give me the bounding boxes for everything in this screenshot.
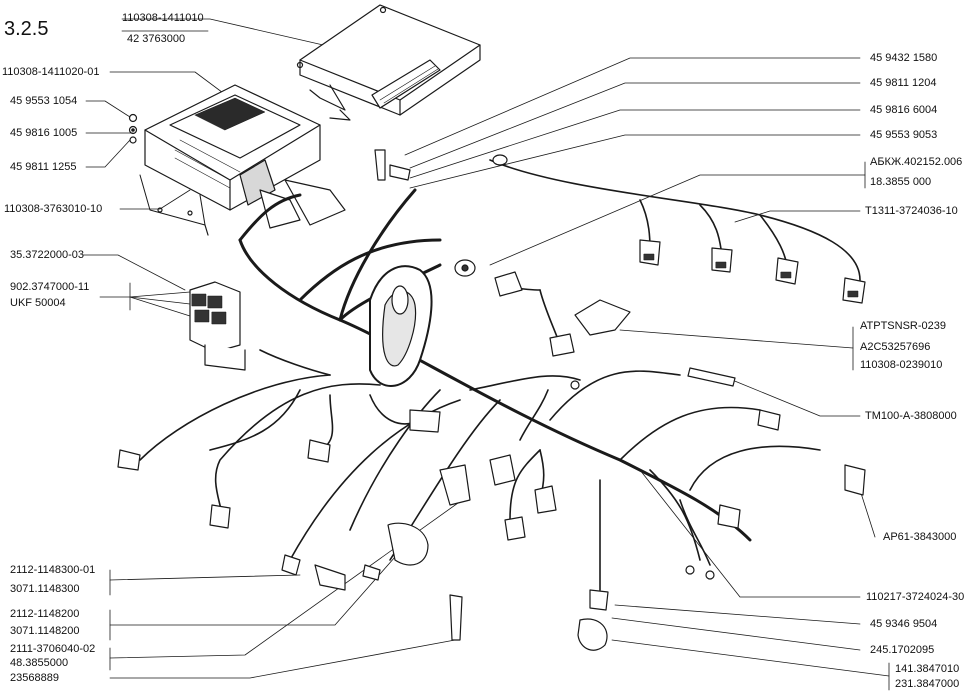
label-main-harness: 110217-3724024-30 <box>866 591 965 603</box>
injector-connectors <box>492 154 866 304</box>
label-o2-3: 23568889 <box>10 672 59 684</box>
label-screw: 45 9811 1255 <box>10 161 77 173</box>
label-tps-1: 2112-1148200 <box>10 608 80 620</box>
ignition-module <box>369 265 433 387</box>
label-crank-1: 141.3847010 <box>895 663 960 675</box>
ecu-main-unit <box>139 84 346 236</box>
label-relay-block: 35.3722000-03 <box>10 249 85 261</box>
label-map-3: 110308-0239010 <box>860 359 943 371</box>
label-ecu-top-2: 42 3763000 <box>127 33 186 45</box>
label-abk-2: 18.3855 000 <box>870 176 932 188</box>
label-r-1204: 45 9811 1204 <box>870 77 937 89</box>
ecu-top-unit <box>296 4 481 121</box>
label-map-2: A2C53257696 <box>860 341 931 353</box>
label-temp-2: 3071.1148300 <box>10 583 80 595</box>
label-r-6004: 45 9816 6004 <box>870 104 938 116</box>
label-ecu-main: 110308-1411020-01 <box>2 66 100 78</box>
harness-branches <box>139 159 861 591</box>
main-harness <box>238 188 752 542</box>
label-ecu-top-1: 110308-1411010 <box>122 12 204 24</box>
label-tps-2: 3071.1148200 <box>10 625 80 637</box>
label-o2-2: 48.3855000 <box>10 657 69 669</box>
label-relay-2: UKF 50004 <box>10 297 66 309</box>
label-ap61: АР61-3843000 <box>883 531 957 543</box>
ecu-hardware <box>128 113 138 144</box>
label-abk-1: АБКЖ.402152.006 <box>870 156 963 168</box>
leader-lines <box>82 18 890 691</box>
label-r-1580: 45 9432 1580 <box>870 52 938 64</box>
label-crank-2: 231.3847000 <box>895 678 960 690</box>
label-relay-1: 902.3747000-11 <box>10 281 90 293</box>
label-nut: 45 9553 1054 <box>10 95 78 107</box>
figure-number: 3.2.5 <box>4 18 49 40</box>
label-o2-1: 2111-3706040-02 <box>10 643 96 655</box>
label-map-1: ATPTSNSR-0239 <box>860 320 946 332</box>
label-bracket: 110308-3763010-10 <box>4 203 103 215</box>
relay-block <box>189 281 246 371</box>
label-temp-1: 2112-1148300-01 <box>10 564 96 576</box>
label-o2-front: ТМ100-A-3808000 <box>865 410 957 422</box>
label-crank-sensor: 245.1702095 <box>870 644 935 656</box>
sensors-misc <box>117 149 866 651</box>
label-bolt: 45 9346 9504 <box>870 618 938 630</box>
label-r-9053: 45 9553 9053 <box>870 129 938 141</box>
label-harness-injectors: Т1311-3724036-10 <box>865 205 958 217</box>
label-washer: 45 9816 1005 <box>10 127 78 139</box>
